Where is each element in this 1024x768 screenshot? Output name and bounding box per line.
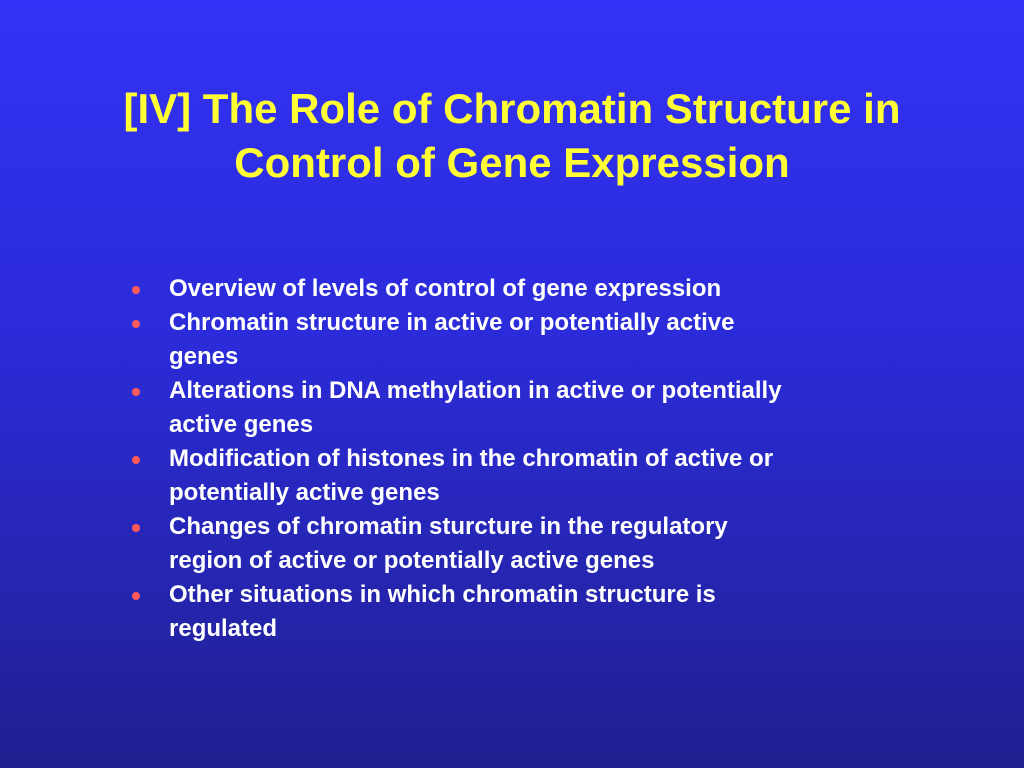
bullet-item-regulatory-region: Changes of chromatin sturcture in the re… <box>128 510 908 578</box>
bullet-text-line: Chromatin structure in active or potenti… <box>169 309 735 336</box>
bullet-dot-icon <box>132 456 140 464</box>
slide-title-line-1: [IV] The Role of Chromatin Structure in <box>123 85 901 132</box>
bullet-text-line: active genes <box>169 411 314 438</box>
bullet-dot-icon <box>132 286 140 294</box>
bullet-text-line: regulated <box>169 615 278 642</box>
bullet-dot-icon <box>132 524 140 532</box>
bullet-item-histone-modification: Modification of histones in the chromati… <box>128 442 908 510</box>
bullet-text-line: Modification of histones in the chromati… <box>169 445 774 472</box>
bullet-text-line: Alterations in DNA methylation in active… <box>169 377 782 404</box>
bullet-dot-icon <box>132 592 140 600</box>
bullet-item-other-situations: Other situations in which chromatin stru… <box>128 578 908 646</box>
bullet-dot-icon <box>132 388 140 396</box>
bullet-item-dna-methylation: Alterations in DNA methylation in active… <box>128 374 908 442</box>
bullet-text-line: genes <box>169 343 239 370</box>
bullet-text-line: Changes of chromatin sturcture in the re… <box>169 513 728 540</box>
slide-title: [IV] The Role of Chromatin Structure in … <box>40 82 984 190</box>
bullet-item-levels-overview: Overview of levels of control of gene ex… <box>128 272 908 306</box>
bullet-text-line: region of active or potentially active g… <box>169 547 655 574</box>
bullet-list: Overview of levels of control of gene ex… <box>128 272 908 646</box>
bullet-dot-icon <box>132 320 140 328</box>
slide-title-line-2: Control of Gene Expression <box>234 139 790 186</box>
bullet-text-line: potentially active genes <box>169 479 440 506</box>
bullet-text-line: Other situations in which chromatin stru… <box>169 581 716 608</box>
bullet-text-line: Overview of levels of control of gene ex… <box>169 275 722 302</box>
bullet-item-chromatin-structure: Chromatin structure in active or potenti… <box>128 306 908 374</box>
